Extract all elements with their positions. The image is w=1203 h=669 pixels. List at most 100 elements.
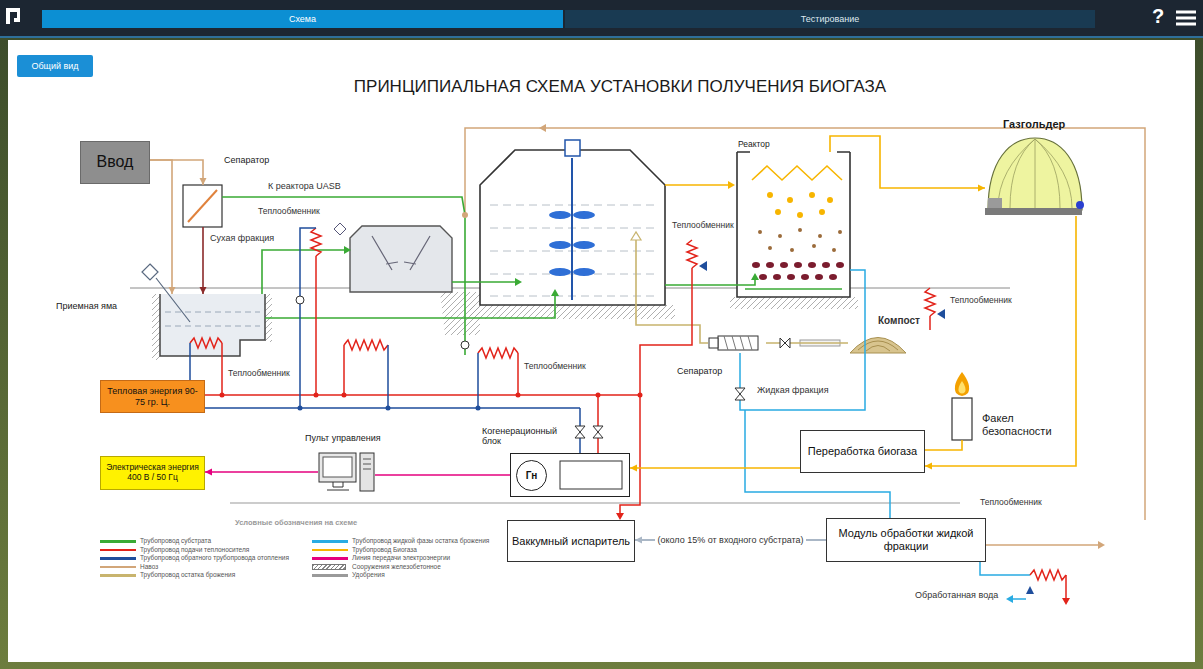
- node-text: Пульт управления: [305, 433, 381, 443]
- screw-press-screw: [724, 336, 752, 350]
- connector-line: [630, 467, 800, 469]
- manure-pipe: [465, 128, 1145, 545]
- node-text: Общий вид: [31, 61, 78, 71]
- node-text: Тепловая энергия 90-75 гр. Ц.: [104, 386, 201, 407]
- control-tower-slots: [363, 459, 371, 469]
- legend-swatch: [100, 566, 136, 569]
- node-text: Ваккумный испаритель: [512, 535, 630, 548]
- edge-label: (около 15% от входного субстрата): [655, 535, 805, 545]
- gas-holder-equipment: [988, 198, 1002, 208]
- legend-text: Трубопровод обратного трубопровода отопл…: [140, 554, 289, 561]
- connector-line: [375, 474, 510, 476]
- gas-holder-blower: [1076, 201, 1084, 209]
- top-bar: [0, 0, 1203, 36]
- gas-holder-ribs: [998, 139, 1072, 208]
- supply-junctions: [220, 393, 643, 398]
- flare-flame-core: [958, 381, 965, 394]
- biogas-arrow: [728, 181, 735, 189]
- digestate-pipe: [636, 240, 848, 343]
- arrow-head: [169, 287, 176, 294]
- white-panel: [8, 40, 1195, 662]
- app-logo: [6, 8, 20, 24]
- legend-title: Условные обозначения на схеме: [235, 519, 357, 528]
- engine-block: [560, 461, 622, 489]
- node-text: Приемная яма: [56, 301, 117, 311]
- connector-line: [925, 440, 962, 450]
- compost-pile: [850, 338, 906, 354]
- pipe-label: К реактора UASB: [268, 181, 341, 191]
- connector-line: [150, 160, 172, 294]
- control-monitor: [319, 453, 356, 482]
- liquid-module-box: Модуль обработки жидкой фракции: [826, 518, 986, 562]
- motor-symbol: [334, 223, 346, 235]
- legend-text: Навоз: [140, 563, 158, 570]
- legend-text: Линия передачи электроэнергии: [352, 554, 450, 561]
- safety-flare: Факел безопасности: [952, 398, 972, 440]
- connector-line: [205, 471, 318, 473]
- agitator-motor: [565, 140, 580, 156]
- top-bar-line: [0, 36, 1203, 38]
- legend-swatch: [100, 574, 136, 577]
- legend-swatch: [100, 549, 136, 552]
- reactor-gas-collector: [752, 166, 842, 180]
- screw-press-body: [718, 336, 758, 350]
- arrow-head: [200, 178, 207, 185]
- heat-supply-arrows: [616, 513, 1070, 605]
- part-label: Теплообменник: [980, 498, 1042, 508]
- reactor-sludge-particles: [758, 228, 842, 252]
- pre-digester-mixers: [372, 236, 430, 270]
- input-box: Ввод: [80, 141, 150, 184]
- hatch-swatch: [312, 564, 346, 570]
- pipe-connector: [150, 160, 207, 185]
- legend-swatch: [312, 540, 348, 543]
- part-label: Теплообменник: [258, 207, 320, 217]
- node-text: Модуль обработки жидкой фракции: [830, 527, 982, 552]
- legend-text: Трубопровод остатка брожения: [140, 571, 235, 578]
- pre-digester-tank: [350, 226, 452, 292]
- outlet-label: Обработанная вода: [915, 590, 998, 600]
- arrow-head: [200, 287, 207, 294]
- level-sensor: [631, 232, 641, 240]
- control-tower: [360, 453, 374, 491]
- substrate-arrows: [344, 246, 759, 296]
- reception-pit: Приемная яма: [160, 294, 265, 356]
- node-text: Ввод: [97, 153, 134, 171]
- connector-line: [150, 160, 203, 185]
- liquid-arrow: [1006, 595, 1013, 603]
- part-label: Теплообменник: [228, 369, 290, 379]
- agitator-blades: [549, 211, 595, 276]
- concrete-foundation: [470, 305, 675, 319]
- uasb-reactor: Реактор: [737, 152, 850, 297]
- biogas-pipe: [665, 184, 728, 186]
- compost-pile-lines: [858, 341, 898, 351]
- pipe-connector: [200, 227, 207, 294]
- connector-line: [830, 136, 985, 188]
- tab-button: Тестирование: [565, 10, 1095, 28]
- legend-text: Удобрения: [352, 571, 385, 578]
- arrow-head: [925, 463, 932, 470]
- legend-text: Сооружения железобетонное: [352, 563, 441, 570]
- return-junctions: [188, 406, 481, 411]
- tab-button: Схема: [42, 10, 563, 28]
- arrow-head: [978, 185, 985, 192]
- vacuum-evaporator: Ваккумный испаритель: [507, 520, 635, 562]
- junction-dot: [462, 212, 468, 218]
- node-text: Реактор: [738, 140, 770, 150]
- control-panel: Пульт управления: [318, 452, 375, 492]
- part-label: Теплообменник: [672, 221, 734, 231]
- node-text: Сепаратор: [677, 366, 722, 376]
- legend-swatch: [100, 540, 136, 543]
- separator-screen: [188, 190, 217, 222]
- connector-line: [925, 216, 1076, 466]
- part-label: Компост: [878, 315, 920, 327]
- node-text: Тестирование: [801, 14, 859, 24]
- heat-energy-box: Тепловая энергия 90-75 гр. Ц.: [100, 380, 205, 413]
- diagram-title: ПРИНЦИПИАЛЬНАЯ СХЕМА УСТАНОВКИ ПОЛУЧЕНИЯ…: [300, 77, 940, 97]
- generator-circle: Гн: [516, 460, 547, 491]
- pipe-connector: [205, 469, 318, 476]
- node-text: Когенерационный блок: [482, 426, 562, 447]
- reactor-inlet-line: [745, 288, 842, 290]
